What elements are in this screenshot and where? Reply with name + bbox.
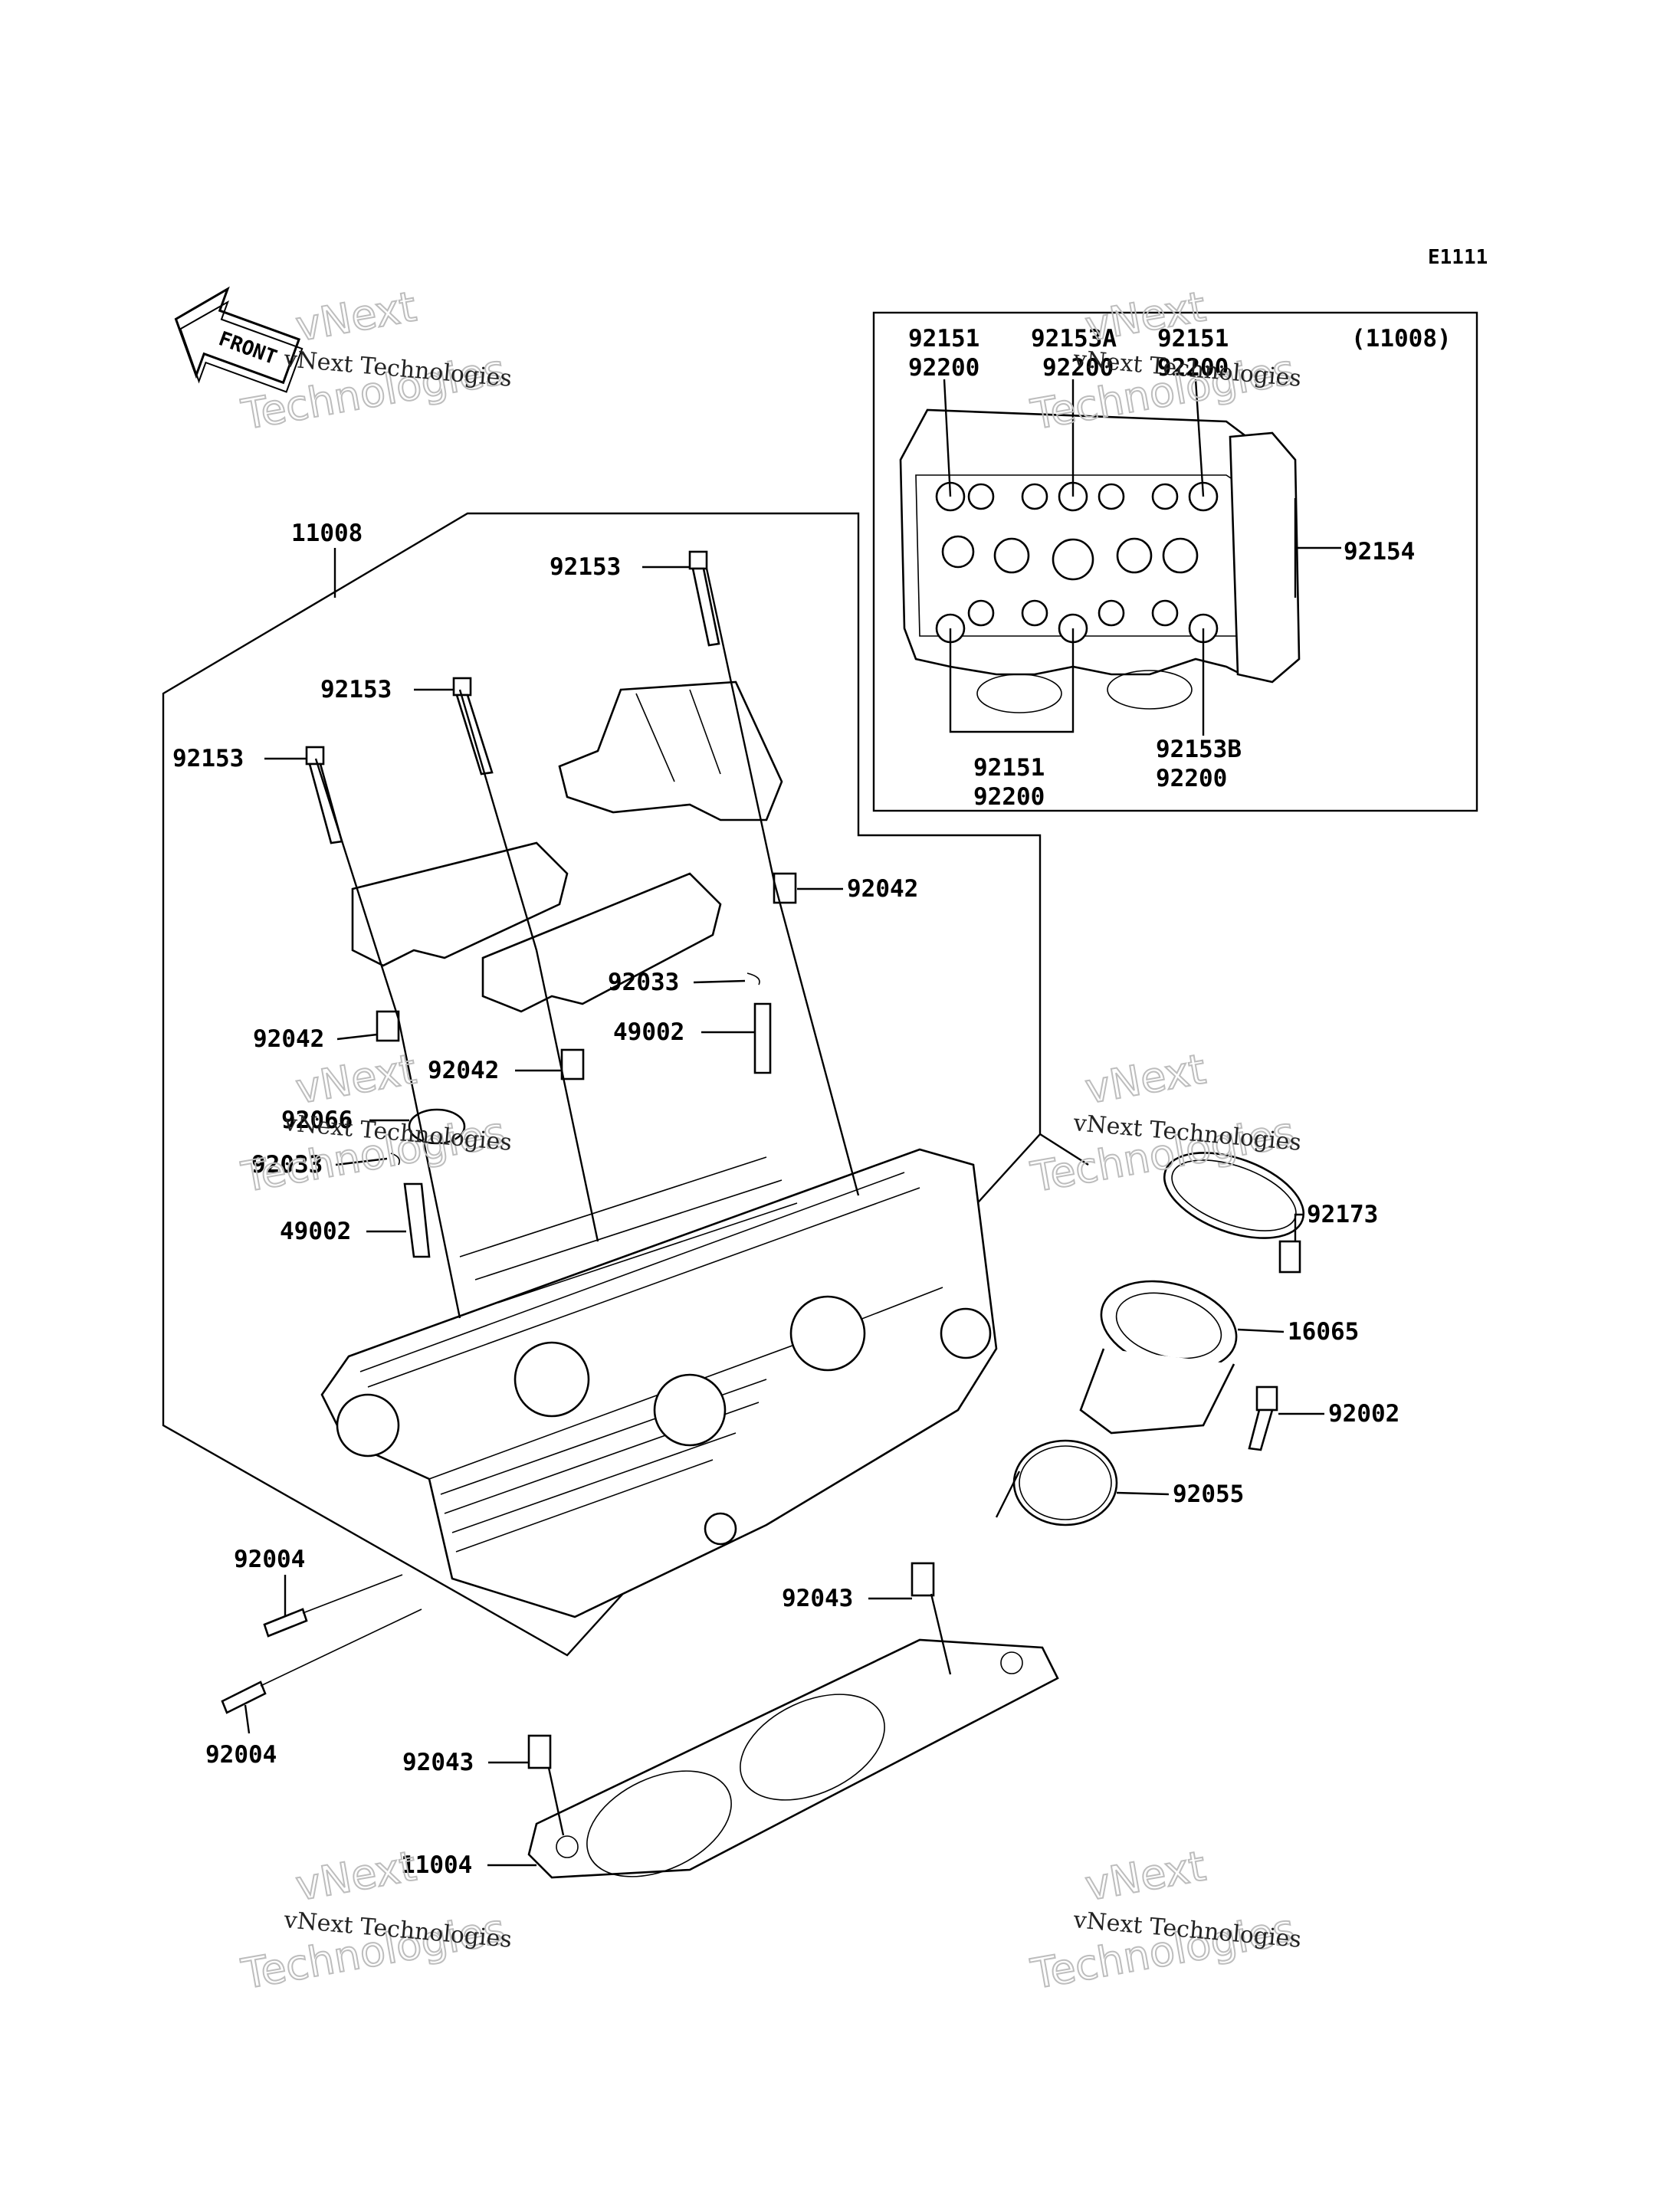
- front-arrow-icon: FRONT: [174, 286, 304, 393]
- throttle-body-holder-16065: [1079, 1280, 1238, 1435]
- label-11004: 11004: [401, 1851, 472, 1879]
- label-92004-b: 92004: [205, 1741, 277, 1769]
- inset-label-92200: 92200: [1156, 765, 1227, 792]
- inset-frame: [872, 311, 1478, 812]
- label-92004-a: 92004: [234, 1546, 305, 1573]
- label-92153-top: 92153: [550, 553, 621, 581]
- label-92173: 92173: [1307, 1201, 1378, 1228]
- label-92042-a: 92042: [847, 875, 918, 903]
- inset-label-92151: 92151: [908, 325, 979, 353]
- label-92033-b: 92033: [251, 1151, 323, 1179]
- head-port-2: [514, 1341, 590, 1418]
- inset-label-92151: 92151: [973, 754, 1045, 782]
- inset-label-92200: 92200: [1042, 354, 1114, 382]
- label-92042-b: 92042: [253, 1025, 324, 1053]
- inset-label-92151: 92151: [1157, 325, 1229, 353]
- assembly-outline: 11008: [162, 512, 1042, 1657]
- clip-92033-a: [746, 972, 760, 985]
- label-92043-a: 92043: [782, 1585, 853, 1612]
- inset-port-left: [976, 674, 1062, 713]
- label-92033-a: 92033: [608, 969, 679, 996]
- label-92153-mid: 92153: [320, 676, 392, 703]
- clip-92033-b: [390, 1153, 401, 1166]
- label-49002-a: 49002: [613, 1018, 684, 1046]
- svg-text:vNext: vNext: [292, 1841, 419, 1910]
- valve-guide-49002-b: [403, 1182, 431, 1258]
- stud-92004-b: [221, 1608, 422, 1714]
- label-49002-b: 49002: [280, 1218, 351, 1245]
- label-16065: 16065: [1288, 1318, 1359, 1346]
- label-92066: 92066: [281, 1107, 353, 1134]
- svg-text:vNext: vNext: [1081, 1841, 1209, 1910]
- inset-side-cover: [1229, 431, 1301, 684]
- head-port-4: [789, 1295, 866, 1372]
- inset-port-right: [1107, 670, 1193, 710]
- svg-text:vNext: vNext: [292, 282, 419, 350]
- screw-92002: [1248, 1385, 1278, 1451]
- dowel-92043-b: [527, 1734, 552, 1769]
- label-11008: 11008: [291, 520, 363, 547]
- inset-label-92200: 92200: [973, 783, 1045, 811]
- dowel-92042-c: [560, 1048, 585, 1080]
- svg-text:vNext: vNext: [1081, 1044, 1209, 1113]
- head-port-3: [653, 1373, 727, 1447]
- dowel-92043-a: [911, 1562, 935, 1597]
- dowel-92042-b: [376, 1010, 400, 1042]
- valve-guide-49002-a: [753, 1002, 772, 1074]
- head-gasket-11004: [527, 1638, 1059, 1879]
- bolt-92153-top: [688, 550, 720, 647]
- inset-label-92200: 92200: [1157, 354, 1229, 382]
- label-92002: 92002: [1328, 1400, 1399, 1428]
- clamp-92173: [1163, 1152, 1305, 1274]
- inset-cylinder-head-top-view: 92151 92200 92153A 92200 92151 92200 (11…: [872, 311, 1478, 812]
- inset-label-92153b: 92153B: [1156, 736, 1242, 763]
- inset-label-92154: 92154: [1344, 538, 1415, 566]
- inset-label-92200: 92200: [908, 354, 979, 382]
- label-92055: 92055: [1173, 1481, 1244, 1508]
- inset-assembly-ref: (11008): [1351, 325, 1452, 353]
- head-port-5: [940, 1307, 992, 1359]
- cylinder-head: [320, 1148, 998, 1618]
- watermark-bottom-right: vNext Technologies vNext Technologies: [1026, 1841, 1302, 1999]
- svg-text:vNext: vNext: [292, 1044, 419, 1113]
- camshaft-holder: [558, 680, 783, 821]
- inset-label-92153a: 92153A: [1031, 325, 1117, 353]
- label-92153-left: 92153: [172, 745, 244, 772]
- bolt-92153-left: [305, 746, 343, 844]
- label-92043-b: 92043: [402, 1749, 474, 1776]
- dowel-92042-a: [773, 872, 797, 904]
- head-port-1: [336, 1393, 400, 1458]
- bolt-92153-mid: [452, 677, 494, 776]
- label-92042-c: 92042: [428, 1057, 499, 1084]
- diagram-code: E1111: [1428, 246, 1488, 269]
- o-ring-92055: [1012, 1439, 1118, 1526]
- head-boss: [704, 1512, 737, 1546]
- stud-92004-a: [263, 1574, 403, 1638]
